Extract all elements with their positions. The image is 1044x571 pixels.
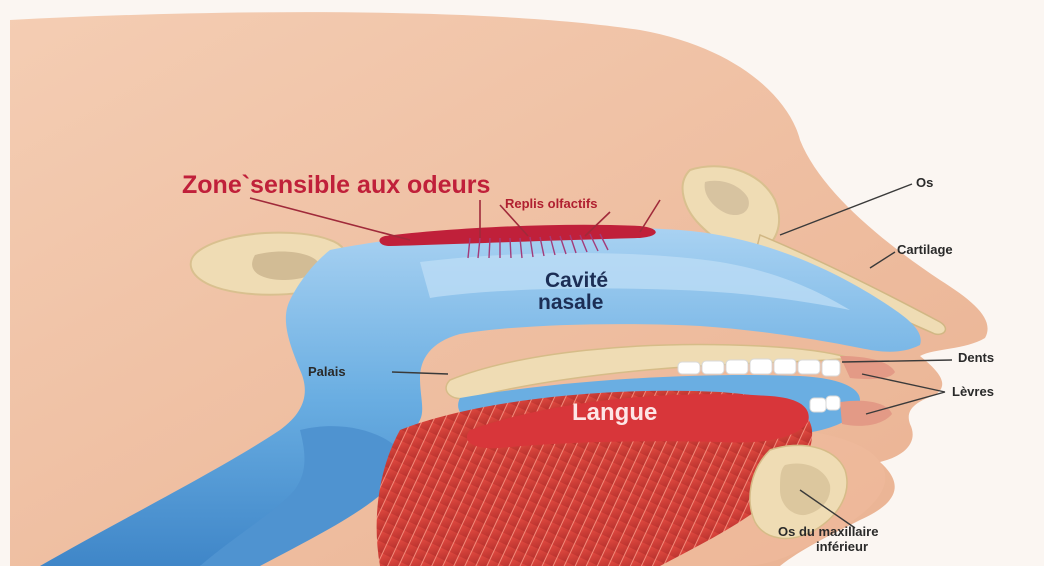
bone-label: Os (916, 175, 933, 190)
lips-label: Lèvres (952, 384, 994, 399)
jaw-label-line1: Os du maxillaire (778, 524, 878, 539)
olfactory-folds-label: Replis olfactifs (505, 196, 597, 211)
cartilage-label: Cartilage (897, 242, 953, 257)
smell-zone-label: Zone`sensible aux odeurs (182, 171, 490, 199)
nasal-cavity-label-line2: nasale (538, 291, 603, 314)
palate-label: Palais (308, 364, 346, 379)
nasal-cavity-label-line1: Cavité (545, 269, 608, 292)
teeth-label: Dents (958, 350, 994, 365)
jaw-label-line2: inférieur (816, 539, 868, 554)
tongue-label: Langue (572, 399, 657, 426)
